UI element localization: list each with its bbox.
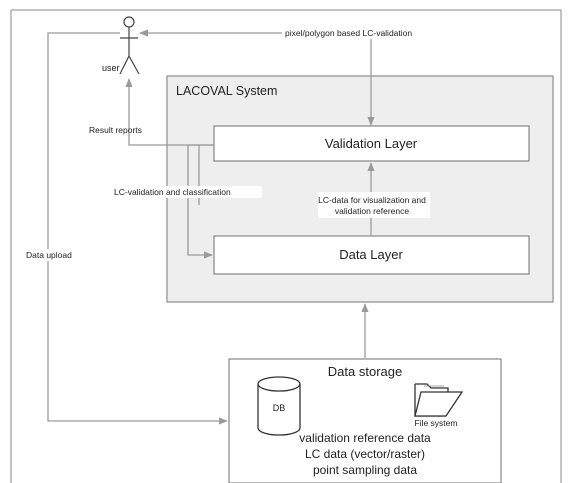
edge-label-lc-validation-classification: LC-validation and classification: [114, 187, 231, 197]
label-bg-lc-data: [318, 192, 430, 218]
database-icon: [257, 376, 301, 436]
edge-label-lc-data-line-2: validation reference: [335, 206, 409, 216]
db-label: DB: [273, 403, 286, 413]
label-bg-lc-validation: [112, 186, 262, 198]
data-layer-label: Data Layer: [339, 247, 403, 262]
folder-icon: [414, 383, 464, 417]
user-actor-icon: [119, 16, 140, 75]
edge-lc-validation-classification: [187, 144, 214, 259]
storage-line-validation-reference: validation reference data: [299, 431, 431, 445]
edge-data-upload: [47, 32, 228, 425]
label-bg-data-upload: [24, 249, 76, 261]
user-label: user: [102, 63, 120, 73]
system-title: LACOVAL System: [176, 84, 277, 98]
edge-label-lc-data-line-1: LC-data for visualization and: [318, 195, 426, 205]
file-system-label: File system: [415, 418, 458, 428]
data-layer-box: [213, 235, 530, 275]
label-bg-pixel-polygon: [282, 26, 450, 39]
storage-title: Data storage: [328, 364, 402, 379]
edge-result-reports: [125, 78, 214, 146]
edge-label-pixel-polygon: pixel/polygon based LC-validation: [285, 28, 412, 38]
edge-label-data-upload: Data upload: [26, 250, 72, 260]
storage-line-point-sampling: point sampling data: [313, 463, 417, 477]
validation-layer-box: [213, 125, 530, 162]
edge-label-result-reports: Result reports: [89, 125, 142, 135]
validation-layer-label: Validation Layer: [325, 136, 418, 151]
storage-line-lc-data: LC data (vector/raster): [305, 447, 425, 461]
